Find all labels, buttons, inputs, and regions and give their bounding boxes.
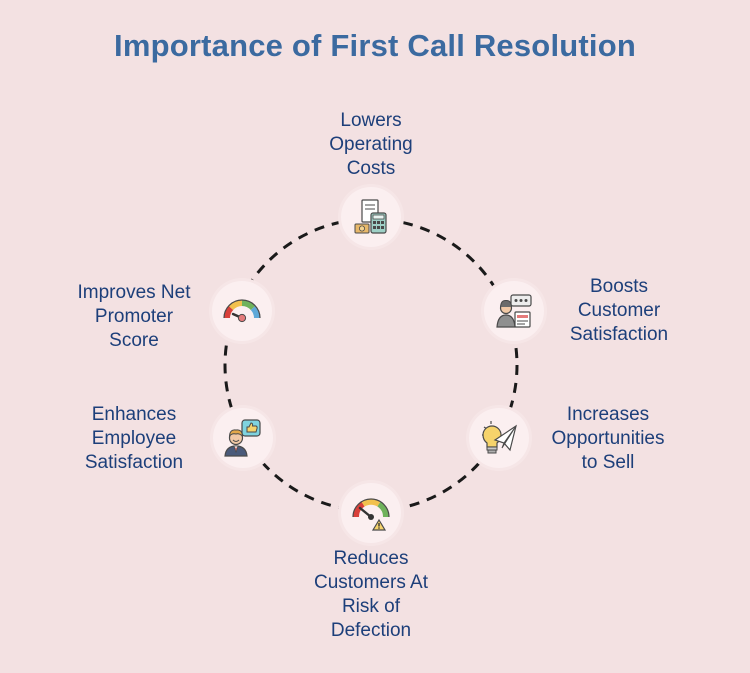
label-boosts-customer-satisfaction: Boosts Customer Satisfaction bbox=[544, 275, 694, 347]
label-line: Boosts bbox=[589, 276, 649, 297]
customer-feedback-icon bbox=[496, 294, 532, 328]
label-line: Enhances bbox=[91, 404, 177, 425]
page-title: Importance of First Call Resolution bbox=[114, 28, 636, 63]
label-reduces-customers-at-risk: Reduces Customers At Risk of Defection bbox=[281, 547, 461, 643]
label-improves-net-promoter-score: Improves Net Promoter Score bbox=[54, 281, 214, 353]
label-enhances-employee-satisfaction: Enhances Employee Satisfaction bbox=[59, 403, 209, 475]
label-line: Customer bbox=[577, 300, 661, 321]
label-line: Costs bbox=[346, 158, 396, 179]
label-line: Score bbox=[109, 330, 159, 351]
label-line: Operating bbox=[329, 134, 413, 155]
label-line: Promoter bbox=[94, 306, 174, 327]
label-line: Defection bbox=[330, 620, 412, 641]
label-line: Increases bbox=[566, 404, 650, 425]
risk-gauge-icon bbox=[352, 498, 390, 531]
label-line: Satisfaction bbox=[84, 452, 184, 473]
label-line: Reduces bbox=[333, 548, 409, 569]
label-line: Opportunities bbox=[551, 428, 665, 449]
lightbulb-paper-plane-icon bbox=[482, 421, 517, 454]
label-line: Risk of bbox=[341, 596, 401, 617]
calculator-icon bbox=[354, 199, 387, 234]
nps-gauge-icon bbox=[223, 299, 261, 323]
employee-thumbs-up-icon bbox=[224, 419, 261, 457]
node-boosts-customer-satisfaction bbox=[484, 281, 544, 341]
label-line: Customers At bbox=[313, 572, 429, 593]
node-lowers-operating-costs bbox=[341, 187, 401, 247]
node-enhances-employee-satisfaction bbox=[213, 408, 273, 468]
label-line: Improves Net bbox=[77, 282, 191, 303]
label-line: Satisfaction bbox=[569, 324, 669, 345]
node-increases-opportunities-to-sell bbox=[469, 408, 529, 468]
node-reduces-customers-at-risk bbox=[341, 483, 401, 543]
node-improves-net-promoter-score bbox=[212, 281, 272, 341]
label-line: Lowers bbox=[340, 110, 402, 131]
label-line: to Sell bbox=[581, 452, 635, 473]
label-lowers-operating-costs: Lowers Operating Costs bbox=[291, 109, 451, 181]
label-increases-opportunities-to-sell: Increases Opportunities to Sell bbox=[528, 403, 688, 475]
label-line: Employee bbox=[91, 428, 177, 449]
